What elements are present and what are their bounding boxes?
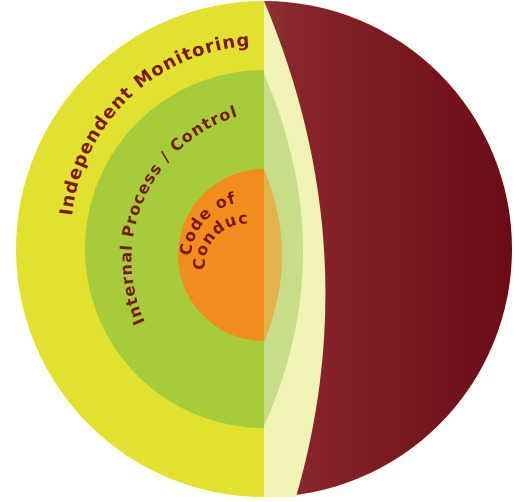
core-layer-code-of-conduct bbox=[178, 169, 264, 341]
cut-face-left-half bbox=[16, 1, 264, 497]
middle-layer-internal-process-control bbox=[85, 70, 264, 428]
core-shell-cut-band bbox=[264, 169, 282, 342]
outer-sphere-shaded-half bbox=[264, 1, 512, 497]
middle-shell-cut-band bbox=[264, 74, 303, 426]
